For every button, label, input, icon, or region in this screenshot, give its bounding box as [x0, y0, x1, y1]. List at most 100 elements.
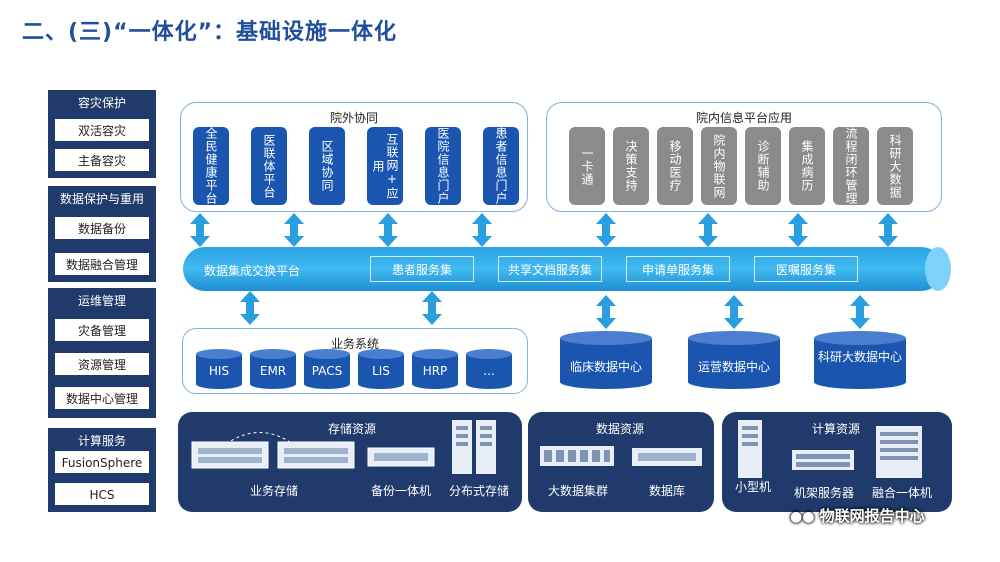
tile-internet-plus[interactable]: 互联网+应用 [367, 127, 403, 205]
cylinder-icon [466, 349, 512, 389]
tile-integrated-record[interactable]: 集成病历 [789, 127, 825, 205]
left-item-primary-backup[interactable]: 主备容灾 [54, 148, 150, 172]
tile-research-bigdata[interactable]: 科研大数据 [877, 127, 913, 205]
tile-national-health[interactable]: 全民健康平台 [193, 127, 229, 205]
storage-label-business: 业务存储 [249, 484, 298, 498]
storage-devices [191, 420, 496, 474]
left-group-head: 容灾保护 [77, 96, 126, 110]
left-item-fusionsphere[interactable]: FusionSphere [54, 450, 150, 474]
rack-server-icon [792, 450, 854, 470]
system-pacs[interactable]: PACS [311, 364, 343, 378]
bus-service-patient[interactable]: 患者服务集 [370, 256, 474, 282]
left-item-dr-management[interactable]: 灾备管理 [54, 318, 150, 342]
arrow-up-down-icon [422, 291, 442, 325]
tile-decision-support[interactable]: 决策支持 [613, 127, 649, 205]
tile-mobile-medical[interactable]: 移动医疗 [657, 127, 693, 205]
left-group-ops: 运维管理 灾备管理 资源管理 数据中心管理 [48, 288, 156, 418]
system-hrp[interactable]: HRP [422, 364, 448, 378]
arrow-up-down-icon [850, 295, 870, 329]
left-group-disaster-protection: 容灾保护 双活容灾 主备容灾 [48, 90, 156, 178]
panel-title: 院内信息平台应用 [695, 111, 792, 125]
database-icon [560, 331, 652, 389]
database-icon [688, 331, 780, 389]
compute-label-converged: 融合一体机 [871, 486, 932, 500]
left-item-resource-management[interactable]: 资源管理 [54, 352, 150, 376]
arrow-up-down-icon [284, 213, 304, 247]
arrow-up-down-icon [724, 295, 744, 329]
tile-patient-portal[interactable]: 患者信息门户 [483, 127, 519, 205]
data-center-cylinders [560, 331, 906, 389]
distributed-storage-icon [452, 420, 496, 474]
system-more[interactable]: ... [483, 364, 495, 378]
compute-devices [738, 420, 922, 478]
left-item-dc-management[interactable]: 数据中心管理 [54, 386, 150, 410]
arrow-up-down-icon [878, 213, 898, 247]
arrow-up-down-icon [788, 213, 808, 247]
left-item-active-active[interactable]: 双活容灾 [54, 118, 150, 142]
database-server-icon [632, 448, 702, 466]
panel-title: 数据资源 [596, 422, 645, 436]
bus-service-shared-doc[interactable]: 共享文档服务集 [498, 256, 602, 282]
arrow-up-down-icon [378, 213, 398, 247]
left-group-compute-service: 计算服务 FusionSphere HCS [48, 428, 156, 512]
cylinder-icon [304, 349, 350, 389]
storage-resource-panel: 存储资源 业务存储 备份一体机 分布式存储 [178, 412, 522, 512]
left-group-data-protection: 数据保护与重用 数据备份 数据融合管理 [48, 186, 156, 282]
data-devices [540, 446, 702, 466]
storage-label-distributed: 分布式存储 [448, 484, 509, 498]
bus-service-order[interactable]: 医嘱服务集 [754, 256, 858, 282]
left-group-head: 数据保护与重用 [59, 192, 144, 206]
left-item-hcs[interactable]: HCS [54, 482, 150, 506]
left-item-data-backup[interactable]: 数据备份 [54, 216, 150, 240]
tile-one-card[interactable]: 一卡通 [569, 127, 605, 205]
tile-medical-alliance[interactable]: 医联体平台 [251, 127, 287, 205]
cylinder-icon [412, 349, 458, 389]
system-lis[interactable]: LIS [372, 364, 390, 378]
bus-end-cap [925, 247, 951, 291]
outer-collab-panel: 院外协同 全民健康平台 医联体平台 区域协同 互联网+应用 医院信息门户 患者信… [180, 102, 528, 212]
system-emr[interactable]: EMR [259, 364, 287, 378]
tile-hospital-portal[interactable]: 医院信息门户 [425, 127, 461, 205]
storage-array-icon [277, 441, 355, 469]
data-label-database: 数据库 [648, 484, 685, 498]
dc-operations[interactable]: 运营数据中心 [697, 360, 770, 374]
arrow-up-down-icon [698, 213, 718, 247]
data-exchange-bus [183, 247, 943, 291]
cylinder-icon [358, 349, 404, 389]
arrow-up-down-icon [240, 291, 260, 325]
business-cylinders [196, 349, 512, 389]
left-item-data-fusion[interactable]: 数据融合管理 [54, 252, 150, 276]
tile-diagnosis-aid[interactable]: 诊断辅助 [745, 127, 781, 205]
tile-regional-collab[interactable]: 区域协同 [309, 127, 345, 205]
panel-title: 计算资源 [812, 422, 861, 436]
backup-appliance-icon [367, 447, 435, 467]
converged-appliance-icon [876, 426, 922, 478]
watermark: ●● 物联网报告中心 [790, 505, 925, 526]
storage-label-backup: 备份一体机 [370, 484, 431, 498]
storage-array-icon [191, 441, 269, 469]
dc-clinical[interactable]: 临床数据中心 [569, 360, 642, 374]
tile-closed-loop[interactable]: 流程闭环管理 [833, 127, 869, 205]
minicomputer-icon [738, 420, 762, 478]
bus-label: 数据集成交换平台 [204, 264, 301, 278]
arrow-up-down-icon [190, 213, 210, 247]
panel-title: 业务系统 [330, 337, 379, 351]
dc-research[interactable]: 科研大数据中心 [817, 350, 902, 364]
compute-resource-panel: 计算资源 小型机 机架服务器 融合一体机 [722, 412, 952, 512]
tile-hospital-iot[interactable]: 院内物联网 [701, 127, 737, 205]
left-group-head: 计算服务 [77, 434, 126, 448]
page-title: 二、(三)“一体化”：基础设施一体化 [22, 20, 398, 45]
arrow-up-down-icon [596, 213, 616, 247]
arrow-up-down-icon [472, 213, 492, 247]
wechat-icon: ●● [790, 509, 815, 525]
inner-platform-panel: 院内信息平台应用 一卡通 决策支持 移动医疗 院内物联网 诊断辅助 集成病历 流… [546, 102, 942, 212]
system-his[interactable]: HIS [208, 364, 230, 378]
bus-service-request[interactable]: 申请单服务集 [626, 256, 730, 282]
arrow-up-down-icon [596, 295, 616, 329]
data-resource-panel: 数据资源 大数据集群 数据库 [528, 412, 714, 512]
cylinder-icon [250, 349, 296, 389]
watermark-text: 物联网报告中心 [819, 507, 925, 525]
cylinder-icon [196, 349, 242, 389]
server-cluster-icon [540, 446, 614, 466]
data-label-bigdata: 大数据集群 [547, 484, 608, 498]
